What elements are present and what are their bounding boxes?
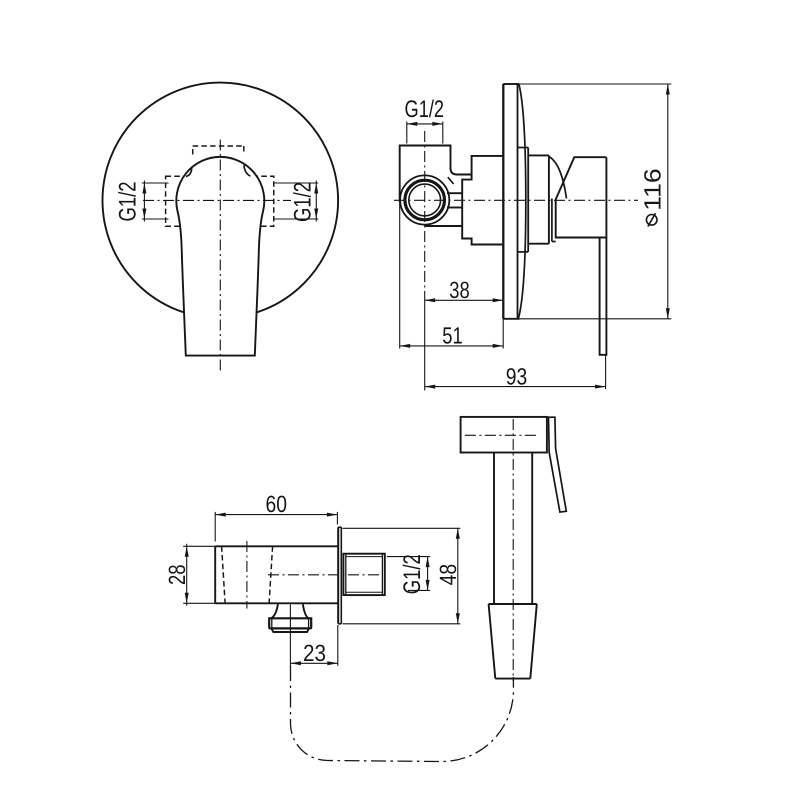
svg-text:60: 60 bbox=[265, 491, 287, 517]
svg-text:G1/2: G1/2 bbox=[399, 554, 426, 594]
svg-text:51: 51 bbox=[442, 322, 463, 348]
svg-text:116: 116 bbox=[639, 168, 665, 211]
svg-text:93: 93 bbox=[506, 363, 528, 389]
svg-text:G1/2: G1/2 bbox=[405, 96, 445, 123]
svg-text:23: 23 bbox=[303, 640, 326, 666]
svg-text:48: 48 bbox=[435, 564, 461, 586]
svg-text:28: 28 bbox=[164, 565, 190, 586]
svg-text:G1/2: G1/2 bbox=[289, 182, 316, 222]
svg-text:38: 38 bbox=[449, 277, 470, 303]
svg-text:G1/2: G1/2 bbox=[115, 182, 142, 222]
